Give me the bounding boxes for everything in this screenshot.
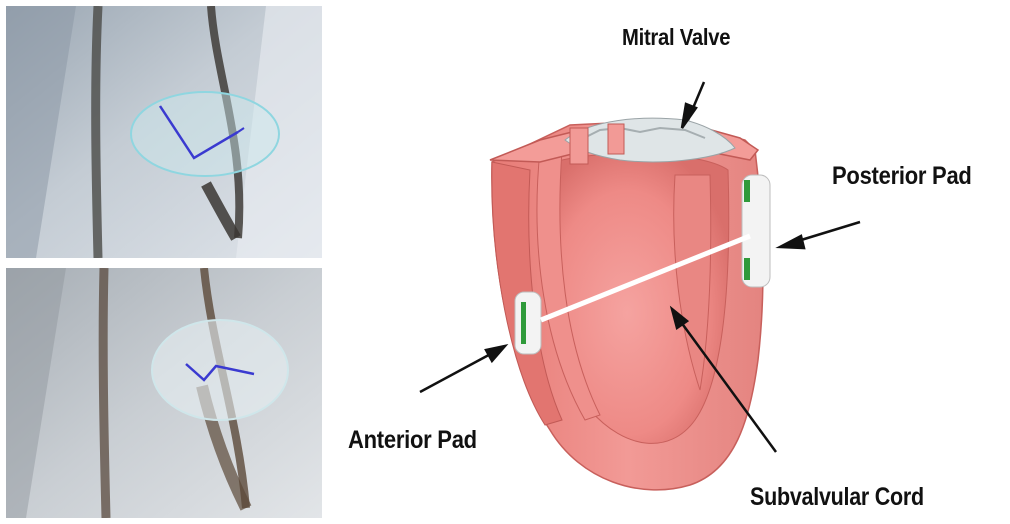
fluoroscopy-image-bottom — [6, 268, 322, 518]
fluoroscopy-image-top — [6, 6, 322, 258]
mitral-valve-label: Mitral Valve — [622, 24, 730, 51]
anterior-pad-label: Anterior Pad — [348, 426, 477, 455]
posterior-pad-label: Posterior Pad — [832, 162, 972, 191]
subvalvular-cord-label: Subvalvular Cord — [750, 483, 924, 512]
